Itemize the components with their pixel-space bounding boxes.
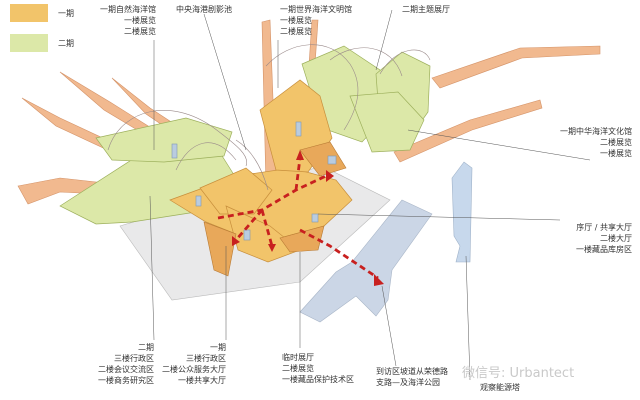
legend-swatch-phase-one bbox=[10, 4, 48, 22]
energy-tower bbox=[451, 161, 473, 263]
label-visitor-ramp: 到访区坡道从荣德路 支路—及海洋公园 bbox=[376, 367, 448, 387]
label-chinese-ocean-culture-hall: 一期中华海洋文化馆 二楼展览 一楼展览 bbox=[560, 127, 632, 158]
label-theme-exhibition-hall: 二期主题展厅 bbox=[402, 5, 450, 14]
roof-outlines bbox=[107, 44, 431, 191]
pier-path bbox=[299, 199, 433, 323]
phase-one-shadow bbox=[203, 141, 347, 277]
label-phase-one-admin: 一期 三楼行政区 二楼公众服务大厅 一楼共享大厅 bbox=[162, 343, 226, 385]
label-central-harbor-theater: 中央海港剧影池 bbox=[176, 5, 232, 14]
label-temporary-exhibition: 临时展厅 二楼展览 一楼藏品保护技术区 bbox=[282, 353, 354, 384]
legend-swatch-phase-two bbox=[10, 34, 48, 52]
legend-label-phase-one: 一期 bbox=[58, 9, 74, 18]
leader-lines bbox=[149, 9, 591, 381]
label-energy-tower: 观察能源塔 bbox=[480, 383, 520, 392]
watermark-text: 微信号: Urbantect bbox=[462, 366, 575, 381]
legend-label-phase-two: 二期 bbox=[58, 39, 74, 48]
route-arrows bbox=[232, 150, 384, 286]
label-lobby-shared-hall: 序厅 / 共享大厅 二楼大厅 一楼藏品库房区 bbox=[576, 223, 632, 254]
visitor-route bbox=[217, 157, 379, 280]
label-world-ocean-hall: 一期世界海洋文明馆 一楼展览 二楼展览 bbox=[280, 5, 352, 36]
label-natural-ocean-hall: 一期自然海洋馆 一楼展览 二楼展览 bbox=[100, 5, 156, 36]
circulation-cores bbox=[171, 121, 337, 241]
label-phase-two-admin: 二期 三楼行政区 二楼会议交流区 一楼商务研究区 bbox=[98, 343, 154, 385]
